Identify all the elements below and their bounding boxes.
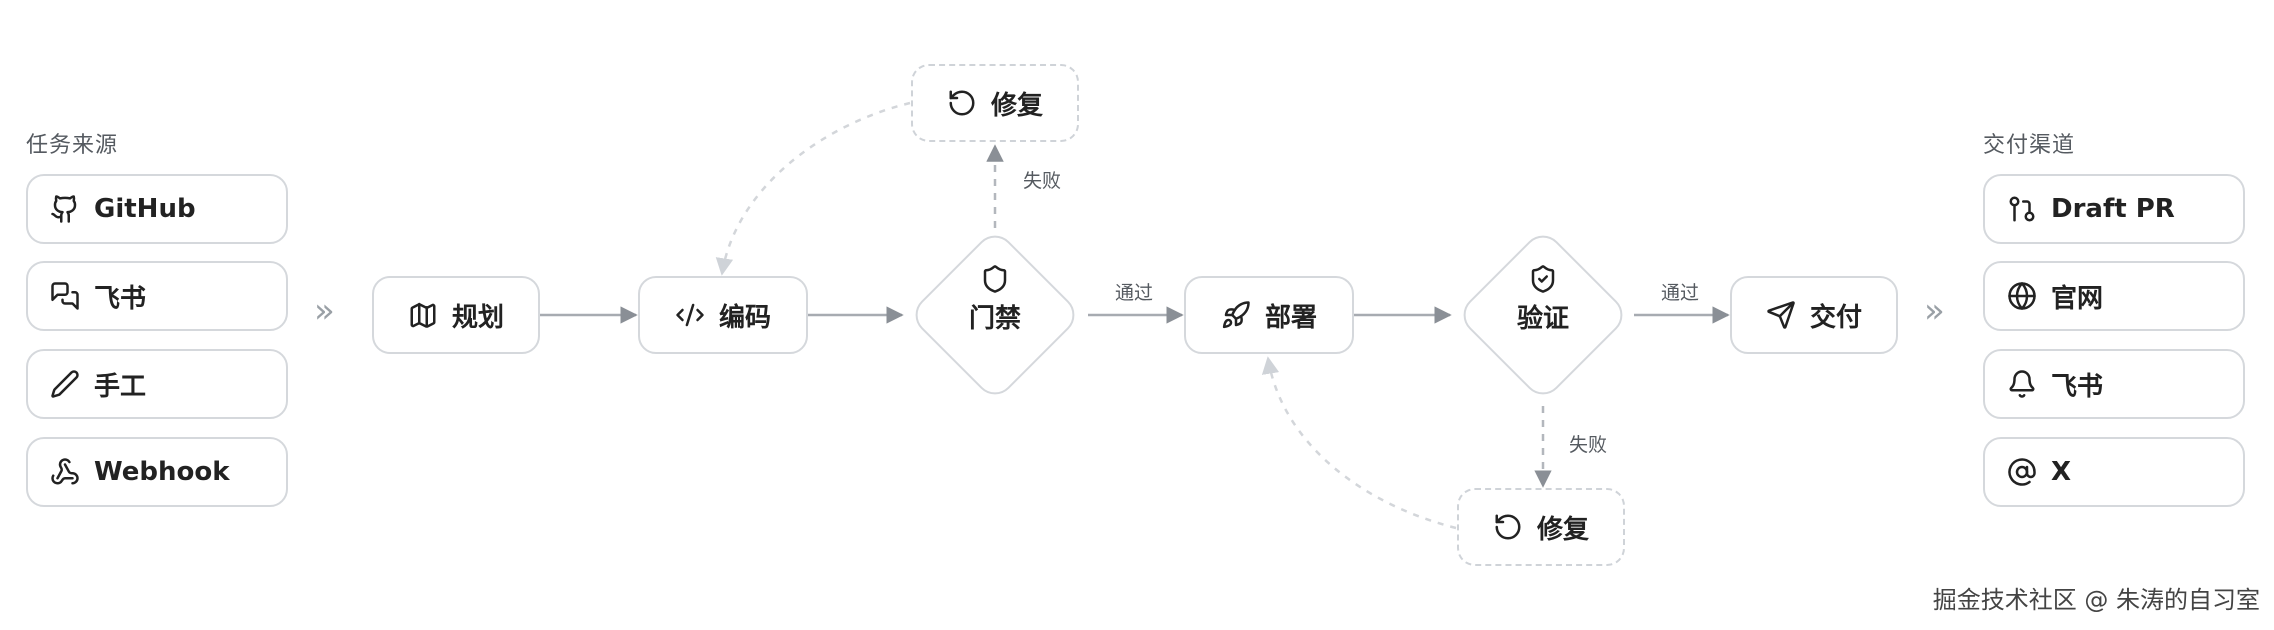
globe-icon (2008, 282, 2036, 310)
step-label: 交付 (1809, 302, 1862, 333)
gate-pass-label: 通过 (1115, 282, 1154, 304)
fix-box-bottom[interactable]: 修复 (1457, 488, 1625, 566)
channel-draft-pr[interactable]: Draft PR (1983, 174, 2245, 244)
gate-label-group: 门禁 (905, 264, 1085, 335)
step-label: 编码 (718, 302, 771, 333)
channel-label: Draft PR (2051, 194, 2175, 224)
chevron-right-double-icon: » (314, 291, 335, 331)
step-deliver[interactable]: 交付 (1730, 276, 1898, 354)
channel-label: 飞书 (2051, 371, 2104, 402)
pen-icon (51, 370, 79, 398)
source-feishu[interactable]: 飞书 (26, 261, 288, 331)
gate-label: 门禁 (968, 304, 1021, 334)
shield-icon (983, 265, 1007, 293)
bell-icon (2009, 370, 2035, 398)
verify-label: 验证 (1516, 304, 1569, 334)
map-icon (410, 302, 436, 328)
source-webhook[interactable]: Webhook (26, 437, 288, 507)
channel-x[interactable]: X (1983, 437, 2245, 507)
arrow-fix-to-deploy (1261, 356, 1457, 530)
channel-label: 官网 (2051, 283, 2104, 314)
gate-fail-label: 失败 (1023, 170, 1062, 192)
source-github[interactable]: GitHub (26, 174, 288, 244)
git-pull-request-icon (2009, 196, 2035, 222)
source-label: Webhook (94, 457, 230, 487)
rotate-ccw-icon (1495, 514, 1521, 540)
channel-feishu[interactable]: 飞书 (1983, 349, 2245, 419)
github-icon (51, 195, 77, 223)
source-label: 飞书 (94, 283, 147, 314)
step-deploy[interactable]: 部署 (1184, 276, 1354, 354)
source-label: 手工 (94, 371, 147, 402)
verify-label-group: 验证 (1453, 264, 1633, 335)
sources-heading: 任务来源 (26, 133, 119, 158)
fix-box-top[interactable]: 修复 (911, 64, 1079, 142)
channel-website[interactable]: 官网 (1983, 261, 2245, 331)
footer-watermark: 掘金技术社区 @ 朱涛的自习室 (1932, 586, 2260, 614)
fix-label: 修复 (1536, 514, 1589, 545)
chat-icon (51, 282, 79, 310)
step-code[interactable]: 编码 (638, 276, 808, 354)
send-icon (1767, 301, 1795, 329)
code-icon (676, 303, 704, 327)
verify-fail-label: 失败 (1569, 434, 1608, 456)
source-manual[interactable]: 手工 (26, 349, 288, 419)
chevron-right-double-icon: » (1924, 291, 1945, 331)
webhook-icon (51, 458, 79, 485)
channel-label: X (2051, 457, 2072, 487)
rocket-icon (1222, 301, 1250, 329)
at-sign-icon (2008, 458, 2036, 486)
step-label: 规划 (451, 302, 504, 333)
channels-heading: 交付渠道 (1983, 133, 2076, 158)
source-label: GitHub (94, 194, 196, 224)
verify-pass-label: 通过 (1661, 282, 1700, 304)
shield-check-icon (1531, 265, 1555, 293)
step-plan[interactable]: 规划 (372, 276, 540, 354)
step-label: 部署 (1264, 302, 1317, 333)
arrow-fix-to-code (715, 101, 911, 276)
fix-label: 修复 (990, 90, 1043, 121)
rotate-ccw-icon (949, 90, 975, 116)
